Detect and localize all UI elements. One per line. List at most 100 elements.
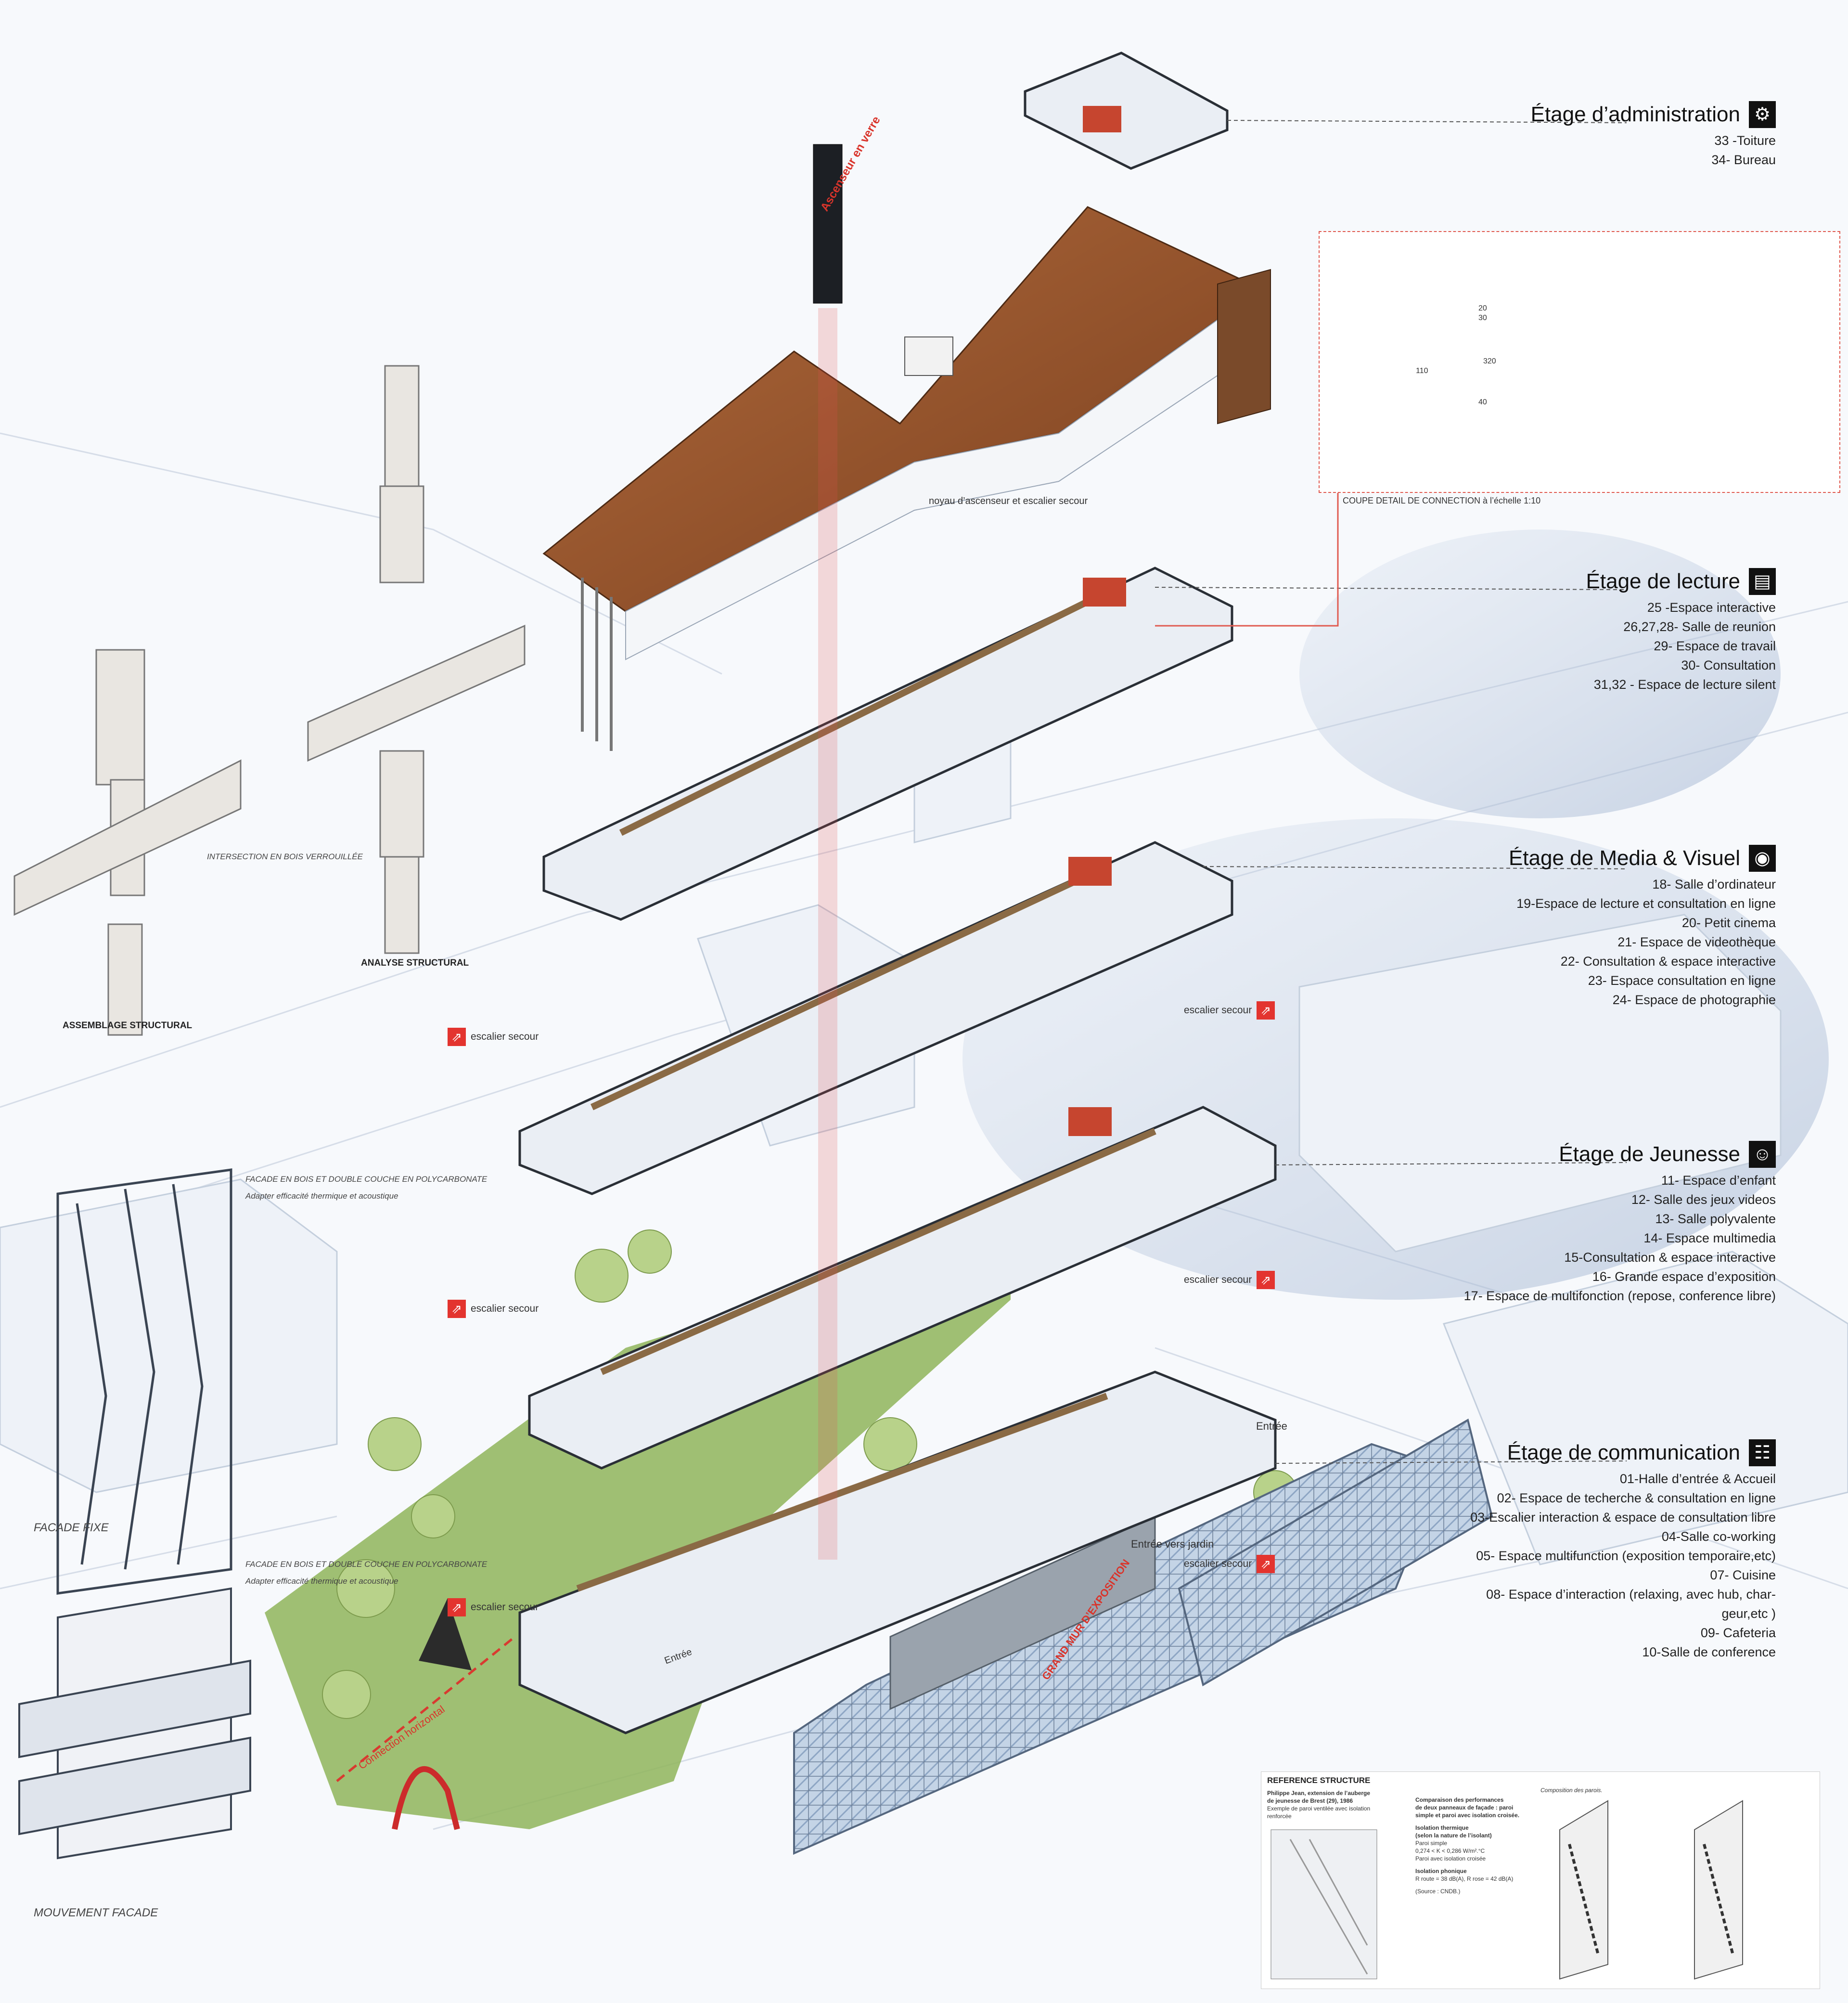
ref-line: (selon la nature de l’isolant)	[1415, 1832, 1492, 1839]
ref-line: R route = 38 dB(A), R rose = 42 dB(A)	[1415, 1875, 1514, 1882]
intersection-label: INTERSECTION EN BOIS VERROUILLÉE	[207, 852, 363, 861]
connection-detail-box: 30 20 320 110 40	[1319, 231, 1840, 493]
legend-item: 31,32 - Espace de lecture silent	[1593, 677, 1776, 692]
legend-item: 24- Espace de photographie	[1612, 993, 1776, 1007]
legend-item: 04-Salle co-working	[1661, 1529, 1776, 1544]
legend-item: 17- Espace de multifonction (repose, con…	[1463, 1289, 1776, 1303]
red-sculpture	[392, 1766, 460, 1830]
legend-item: 02- Espace de techerche & consultation e…	[1497, 1491, 1776, 1505]
legend-administration: Étage d’administration⚙ 33 -Toiture 34- …	[1531, 101, 1776, 169]
structural-analysis	[13, 365, 526, 1036]
roof	[542, 206, 1271, 751]
ref-line: simple et paroi avec isolation croisée.	[1415, 1812, 1520, 1819]
ref-line: Isolation thermique	[1415, 1824, 1469, 1831]
exit-icon: ⇗	[1257, 1555, 1275, 1573]
ref-line: renforcée	[1267, 1813, 1292, 1820]
facade-note-1: FACADE EN BOIS ET DOUBLE COUCHE EN POLYC…	[245, 1175, 488, 1184]
emergency-stair-1: ⇗ escalier secour	[448, 1028, 539, 1046]
detail-caption: COUPE DETAIL DE CONNECTION à l’échelle 1…	[1343, 496, 1541, 505]
legend-item: 22- Consultation & espace interactive	[1560, 954, 1776, 969]
legend-item: 20- Petit cinema	[1681, 916, 1776, 930]
facade-mouvement	[18, 1587, 251, 1860]
assemblage-label: ASSEMBLAGE STRUCTURAL	[63, 1021, 192, 1031]
emergency-stair-6: escalier secour ⇗	[1184, 1555, 1275, 1573]
ref-line: (Source : CNDB.)	[1415, 1888, 1461, 1895]
legend-item: 21- Espace de videothèque	[1617, 935, 1776, 949]
entrance-label: Entrée	[1256, 1420, 1287, 1432]
facade-fixe-label: FACADE FIXE	[34, 1521, 109, 1534]
child-icon: ☺	[1749, 1141, 1776, 1168]
floor-plate-communication	[518, 1370, 1277, 1734]
legend-title: Étage d’administration	[1530, 103, 1740, 126]
ref-line: Paroi avec isolation croisée	[1415, 1855, 1486, 1862]
exit-icon: ⇗	[1257, 1001, 1275, 1020]
legend-title: Étage de lecture	[1586, 569, 1740, 593]
legend-item: 34- Bureau	[1711, 153, 1776, 167]
garden-entrance-label: Entrée vers jardin	[1131, 1538, 1214, 1550]
esc-label: escalier secour	[1184, 1558, 1252, 1569]
emergency-stair-3: ⇗escalier secour	[448, 1300, 539, 1318]
eye-icon: ◉	[1749, 845, 1776, 872]
ref-line: de jeunesse de Brest (29), 1986	[1267, 1797, 1353, 1804]
legend-item: 12- Salle des jeux videos	[1631, 1192, 1776, 1207]
legend-item: 10-Salle de conference	[1642, 1645, 1776, 1659]
garden	[265, 1228, 1011, 1829]
legend-item: 18- Salle d’ordinateur	[1652, 877, 1776, 892]
legend-item: 13- Salle polyvalente	[1655, 1212, 1776, 1226]
ref-composition: Composition des parois.	[1540, 1787, 1603, 1794]
legend-item: 14- Espace multimedia	[1643, 1231, 1776, 1245]
exhibition-wall	[889, 1515, 1156, 1710]
context-buildings	[0, 697, 1848, 1565]
emergency-stair-2: escalier secour ⇗	[1184, 1001, 1275, 1020]
floor-plate-administration	[1024, 52, 1229, 170]
dim-20: 20	[1478, 304, 1487, 312]
ref-caption: Philippe Jean, extension de l’auberge de…	[1267, 1789, 1378, 1820]
legend-communication: Étage de communication ☷ 01-Halle d’entré…	[1470, 1439, 1776, 1662]
legend-item: 09- Cafeteria	[1700, 1626, 1776, 1640]
exit-icon: ⇗	[448, 1598, 466, 1616]
facade-note-1b: Adapter efficacité thermique et acoustiq…	[245, 1191, 398, 1201]
horizontal-connection-arrow	[336, 1636, 516, 1782]
core-label: noyau d’ascenseur et escalier secour	[929, 496, 1088, 506]
black-sculpture	[419, 1598, 472, 1670]
glass-elevator	[813, 144, 843, 304]
reference-structure: REFERENCE STRUCTURE Philippe Jean, exten…	[1261, 1771, 1820, 1989]
trees	[322, 1229, 1297, 1719]
legend-media: Étage de Media & Visuel ◉ 18- Salle d’ord…	[1509, 845, 1776, 1009]
emergency-stair-5: ⇗ escalier secour	[448, 1598, 539, 1616]
legend-item: 07- Cuisine	[1710, 1568, 1776, 1582]
ref-comparison: Comparaison des performances de deux pan…	[1415, 1796, 1526, 1895]
floor-plate-jeunesse	[528, 1106, 1277, 1470]
legend-lecture: Étage de lecture▤ 25 -Espace interactive…	[1586, 568, 1776, 694]
esc-label: escalier secour	[1184, 1005, 1252, 1016]
legend-item: 15-Consultation & espace interactive	[1564, 1250, 1776, 1265]
people-icon: ☷	[1749, 1439, 1776, 1466]
legend-item: 16- Grande espace d’exposition	[1592, 1269, 1776, 1284]
legend-item: 03-Escalier interaction & espace de cons…	[1470, 1510, 1776, 1525]
floor-plate-media	[518, 841, 1233, 1195]
floor-plate-lecture	[542, 567, 1233, 921]
ref-line: 0,274 < K < 0,286 W/m².°C	[1415, 1848, 1485, 1854]
facade-note-2: FACADE EN BOIS ET DOUBLE COUCHE EN POLYC…	[245, 1560, 488, 1569]
legend-item: 01-Halle d’entrée & Accueil	[1619, 1472, 1776, 1486]
legend-item: 33 -Toiture	[1714, 133, 1776, 148]
legend-item: 25 -Espace interactive	[1647, 600, 1776, 615]
esc-label: escalier secour	[471, 1303, 539, 1314]
ref-line: Isolation phonique	[1415, 1868, 1467, 1874]
ref-title: REFERENCE STRUCTURE	[1267, 1776, 1371, 1785]
exit-icon: ⇗	[448, 1028, 466, 1046]
ref-line: de deux panneaux de façade : paroi	[1415, 1804, 1514, 1811]
legend-item: 08- Espace d’interaction (relaxing, avec…	[1486, 1587, 1776, 1602]
legend-title: Étage de Media & Visuel	[1508, 846, 1740, 870]
esc-label: escalier secour	[471, 1602, 539, 1613]
dim-110: 110	[1416, 367, 1428, 375]
esc-label: escalier secour	[1184, 1274, 1252, 1285]
legend-title: Étage de communication	[1507, 1441, 1740, 1464]
ref-line: Philippe Jean, extension de l’auberge	[1267, 1790, 1371, 1796]
esc-label: escalier secour	[471, 1031, 539, 1042]
legend-title: Étage de Jeunesse	[1559, 1142, 1740, 1166]
legend-jeunesse: Étage de Jeunesse☺ 11- Espace d’enfant 1…	[1464, 1141, 1776, 1305]
emergency-stair-4: escalier secour⇗	[1184, 1271, 1275, 1289]
analyse-label: ANALYSE STRUCTURAL	[361, 958, 469, 968]
